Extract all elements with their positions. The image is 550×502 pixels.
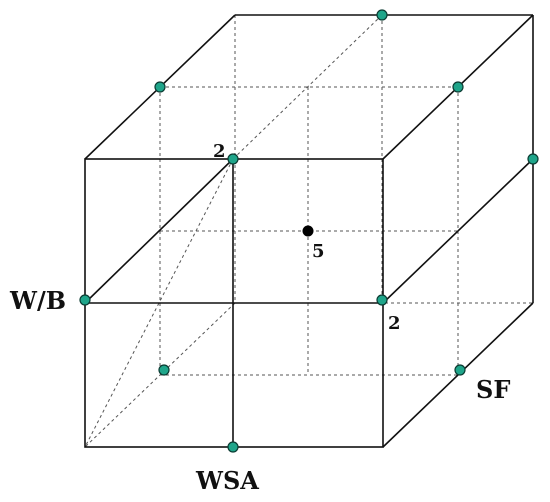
design-point: [376, 9, 388, 21]
design-point: [154, 81, 166, 93]
design-point: [527, 153, 539, 165]
axis-label-wb: W/B: [9, 286, 66, 315]
design-point: [452, 81, 464, 93]
design-point: [454, 364, 466, 376]
point-label-right-front: 2: [388, 313, 401, 334]
edge: [382, 158, 534, 304]
edge: [84, 158, 234, 304]
design-points: [79, 9, 539, 453]
design-point: [79, 294, 91, 306]
axis-label-wsa: WSA: [195, 466, 259, 495]
design-point: [376, 294, 388, 306]
design-point: [227, 153, 239, 165]
axis-label-sf: SF: [476, 375, 510, 404]
dashed-line: [232, 14, 383, 160]
center-point: [302, 225, 314, 237]
point-label-center: 5: [312, 241, 325, 262]
design-point: [227, 441, 239, 453]
point-label-top-front: 2: [213, 141, 226, 162]
design-point: [158, 364, 170, 376]
